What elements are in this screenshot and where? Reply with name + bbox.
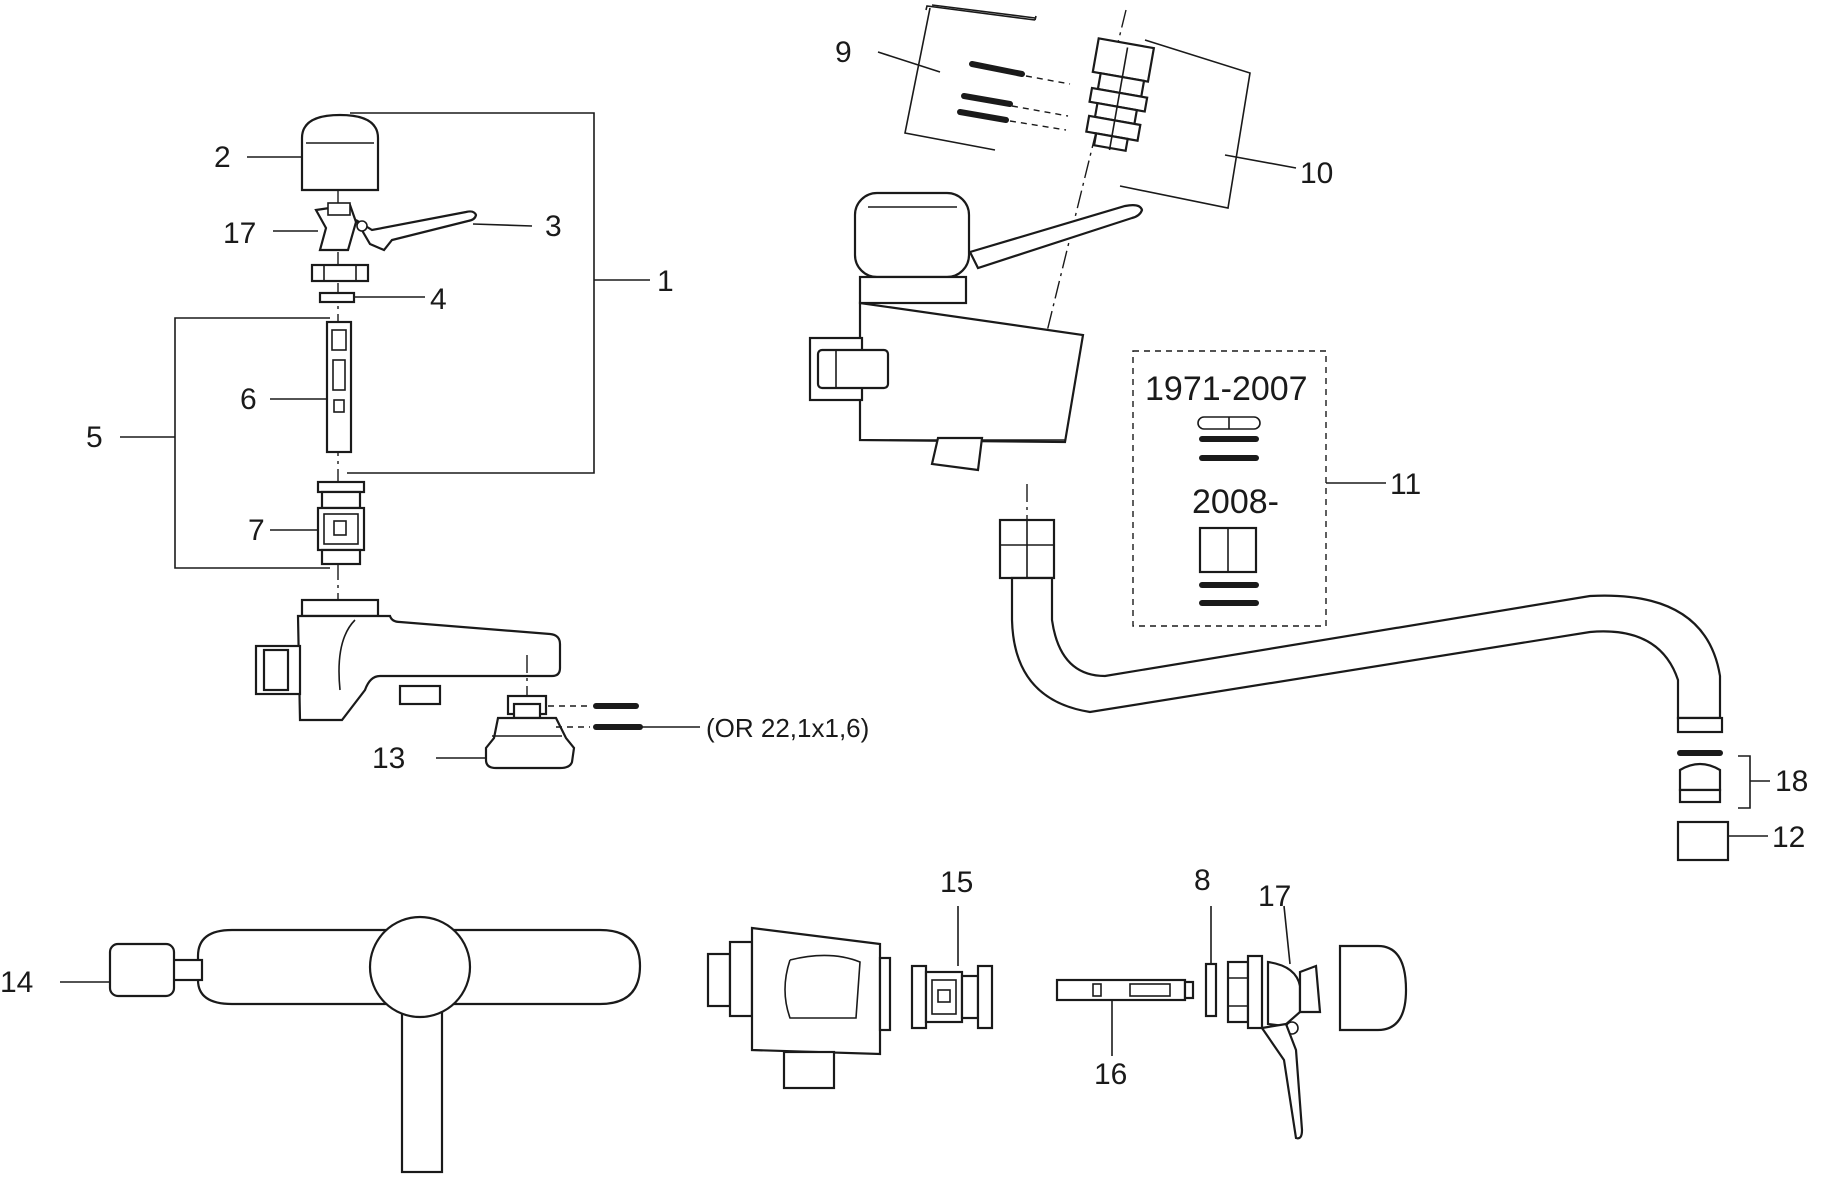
- box-11: [1132, 350, 1327, 627]
- handle-lever: [968, 204, 1144, 270]
- label-1: 1: [657, 265, 674, 298]
- tap-body: [254, 598, 700, 770]
- label-13: 13: [372, 742, 405, 775]
- label-12: 12: [1772, 821, 1805, 854]
- cartridge-part-15: [910, 906, 994, 1030]
- lever-part-3: [355, 210, 478, 252]
- label-9: 9: [835, 36, 852, 69]
- spindle-part-16: [1055, 978, 1195, 1056]
- label-14: 14: [0, 966, 33, 999]
- oring-note: (OR 22,1x1,6): [706, 713, 869, 743]
- label-17-upper: 17: [223, 217, 256, 250]
- label-4: 4: [430, 283, 447, 316]
- bracket-5: [174, 317, 330, 569]
- label-5: 5: [86, 421, 103, 454]
- spout-pipe: [1010, 576, 1722, 720]
- label-15: 15: [940, 866, 973, 899]
- label-3: 3: [545, 210, 562, 243]
- aerator-cap-part-12: [1676, 820, 1730, 862]
- bracket-1: [347, 112, 595, 474]
- washer-part-8: [1204, 962, 1218, 1018]
- label-6: 6: [240, 383, 257, 416]
- tap-body-side: [706, 926, 892, 1090]
- year-range-old: 1971-2007: [1145, 370, 1308, 408]
- label-10: 10: [1300, 157, 1333, 190]
- label-16: 16: [1094, 1058, 1127, 1091]
- nut: [310, 263, 370, 283]
- nut-bottom: [1226, 954, 1264, 1030]
- label-8: 8: [1194, 864, 1211, 897]
- bottom-row: 14 15 16 8 17: [0, 864, 1408, 1174]
- handle-cap: [853, 191, 971, 279]
- label-7: 7: [248, 514, 265, 547]
- right-upper-assembly: 1971-2007 2008- 9 10 11 18 12: [808, 4, 1808, 862]
- year-range-new: 2008-: [1192, 483, 1279, 521]
- label-17-lower: 17: [1258, 880, 1291, 913]
- key-part-14: [60, 915, 642, 1174]
- left-upper-assembly: 2 17 3 1 4 6 5 7 13 (OR 22,1x1,6): [86, 112, 869, 775]
- label-18: 18: [1775, 765, 1808, 798]
- cap-bottom: [1338, 944, 1408, 1032]
- cartridge-part-7: [316, 480, 366, 494]
- washer-part-4: [318, 291, 356, 304]
- hub-lever-part-17: [1260, 905, 1322, 1140]
- cap-part-2: [300, 113, 380, 192]
- label-11: 11: [1390, 468, 1421, 501]
- label-2: 2: [214, 141, 231, 174]
